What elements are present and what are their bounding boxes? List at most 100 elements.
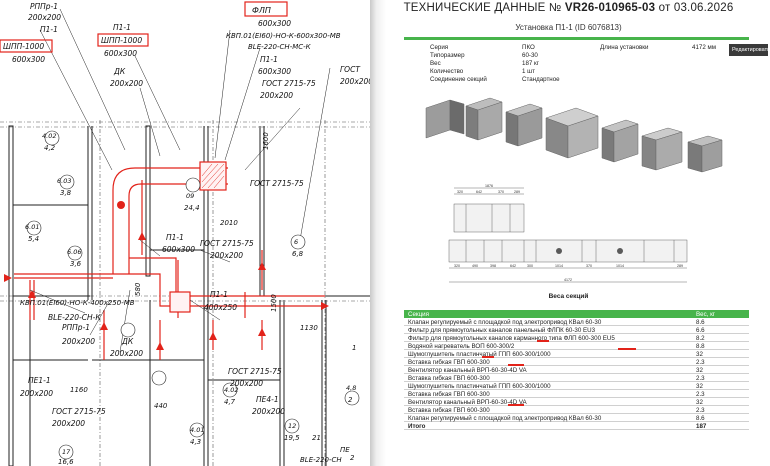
dim-top-total: 1876	[485, 184, 493, 188]
fan-symbols	[556, 248, 623, 254]
cad-label-room-606: 6.06	[67, 248, 81, 256]
cad-label-dim-1600: 1600	[262, 132, 270, 150]
cad-label-pe4-1: ПЕ4-1	[256, 395, 279, 404]
leader-lines	[29, 8, 331, 353]
cad-label-pe-right: ПЕ	[340, 446, 350, 454]
cad-label-p11-a: П1-1	[40, 25, 58, 34]
param-label: Серия	[430, 44, 449, 51]
section-weights-title: Веса секций	[548, 293, 589, 300]
cad-label-room-54: 5,4	[28, 235, 39, 243]
cad-label-d200-c: 200x200	[110, 79, 143, 88]
accent-bar	[404, 37, 749, 40]
cad-label-room-09: 09	[186, 192, 194, 200]
cad-label-gost-mid-top: ГОСТ 2715-75	[250, 179, 304, 188]
edit-button[interactable]: Редактировать	[729, 44, 770, 56]
cad-label-p11-low: П1-1	[210, 290, 228, 299]
dim-bottom-segment: 1014	[616, 264, 624, 268]
cad-label-d600x300-d: 600x300	[258, 67, 291, 76]
cad-label-d200-d: 200x200	[260, 91, 293, 100]
cad-label-gost-low2: ГОСТ 2715-75	[228, 367, 282, 376]
section-name: Вставка гибкая ГВП 600-300	[408, 390, 490, 398]
dim-top-segment: 320	[457, 190, 463, 194]
title-number: VR26-010965-03	[564, 2, 656, 14]
header-weight: Вес, кг	[696, 310, 716, 318]
param-label: Типоразмер	[430, 52, 465, 59]
table-row: Шумоглушитель пластинчатый ГПП 600-300/1…	[404, 350, 749, 358]
cad-label-room-601: 6.01	[25, 223, 39, 231]
cad-label-room-2: 2	[348, 396, 353, 404]
cad-label-ble-bottom: BLE-220-СН	[300, 456, 342, 464]
cad-label-p11-c: П1-1	[260, 55, 278, 64]
cad-label-room-68: 6,8	[292, 250, 304, 258]
section-name: Вставка гибкая ГВП 600-300	[408, 358, 490, 366]
section-weight: 32	[696, 398, 703, 406]
cad-label-room-38: 3,8	[60, 189, 72, 197]
cad-label-room-440: 440	[154, 402, 168, 410]
table-row: Шумоглушитель пластинчатый ГПП 600-300/1…	[404, 382, 749, 390]
param-value: 60-30	[522, 52, 538, 59]
table-row: Вставка гибкая ГВП 600-300 2.3	[404, 358, 749, 366]
cad-label-shpp1000-box2: ШПП-1000	[101, 36, 142, 45]
cad-label-dim-580: 580	[134, 282, 142, 296]
dim-bottom-segment: 300	[527, 264, 533, 268]
cad-label-d200-mid: 200x200	[210, 251, 243, 260]
table-header: Секция Вес, кг	[404, 310, 749, 318]
dim-bottom-segment: 642	[510, 264, 516, 268]
cad-label-room-gost-r: ГОСТ	[340, 65, 361, 74]
cad-label-dim-1500: 1500	[270, 294, 278, 312]
cad-label-room-36: 3,6	[70, 260, 82, 268]
table-row: Фильтр для прямоугольных каналов панельн…	[404, 326, 749, 334]
cad-label-kvp-left: КВП.01(EI60)-НО-К-400x250-МВ	[20, 299, 135, 307]
cad-label-d600x300-tr: 600x300	[258, 19, 291, 28]
cad-label-dim-2010: 2010	[220, 219, 238, 227]
cad-label-d600x300-left: 600x300	[12, 55, 45, 64]
cad-label-room-21: 21	[312, 434, 321, 442]
cad-label-gost-mid: ГОСТ 2715-75	[200, 239, 254, 248]
ductwork	[14, 161, 325, 360]
cad-label-d600x300-mid: 600x300	[162, 245, 195, 254]
dim-bottom-segment: 398	[490, 264, 496, 268]
dim-top-segment: 370	[498, 190, 504, 194]
unit-3d-sections	[425, 97, 723, 173]
unit-3d-view	[425, 97, 723, 173]
cad-label-d200-low: 200x200	[52, 419, 85, 428]
table-row: Клапан регулируемый с площадкой под элек…	[404, 414, 749, 422]
section-weight: 2.3	[696, 358, 705, 366]
cad-label-room-603: 6.03	[57, 177, 71, 185]
param-label: Длина установки	[600, 44, 649, 51]
dim-bottom-segment: 320	[454, 264, 460, 268]
param-value: Стандартное	[522, 76, 560, 83]
cad-label-d600x300-c: 600x300	[104, 49, 137, 58]
cad-label-room-195: 19,5	[284, 434, 300, 442]
section-name: Вставка гибкая ГВП 600-300	[408, 374, 490, 382]
section-weight: 6.6	[696, 326, 705, 334]
cad-label-room-244: 24,4	[184, 204, 200, 212]
dim-bottom-segment: 370	[586, 264, 592, 268]
cad-label-d200-left1: 200x200	[62, 337, 95, 346]
floor-plan-drawing: РППр-1200x200П1-1ШПП-1000600x300П1-1ШПП-…	[0, 1, 373, 466]
dim-bottom-segment: 490	[472, 264, 478, 268]
cad-label-room-47: 4,7	[224, 398, 236, 406]
section-name: Клапан регулируемый с площадкой под элек…	[408, 318, 602, 326]
pane-divider[interactable]	[370, 0, 386, 466]
cad-label-d200-pe: 200x200	[20, 389, 53, 398]
section-weight: 32	[696, 382, 703, 390]
technical-data-sheet: ТЕХНИЧЕСКИЕ ДАННЫЕ № VR26-010965-03 от 0…	[386, 0, 770, 466]
red-underline-vop	[482, 356, 494, 358]
section-name: Шумоглушитель пластинчатый ГПП 600-300/1…	[408, 382, 551, 390]
dim-bottom-segment: 1014	[555, 264, 563, 268]
cad-label-d200-pe4: 200x200	[252, 407, 285, 416]
cad-label-pe1-left: ПЕ1-1	[28, 376, 51, 385]
cad-label-rppr1-top: РППр-1	[30, 2, 58, 11]
cad-label-dk-left: ДК	[121, 337, 134, 346]
section-weight: 8.2	[696, 334, 705, 342]
title-date: от 03.06.2026	[658, 2, 734, 14]
cad-label-room-42: 4,2	[44, 144, 56, 152]
param-value: ПКО	[522, 44, 535, 51]
